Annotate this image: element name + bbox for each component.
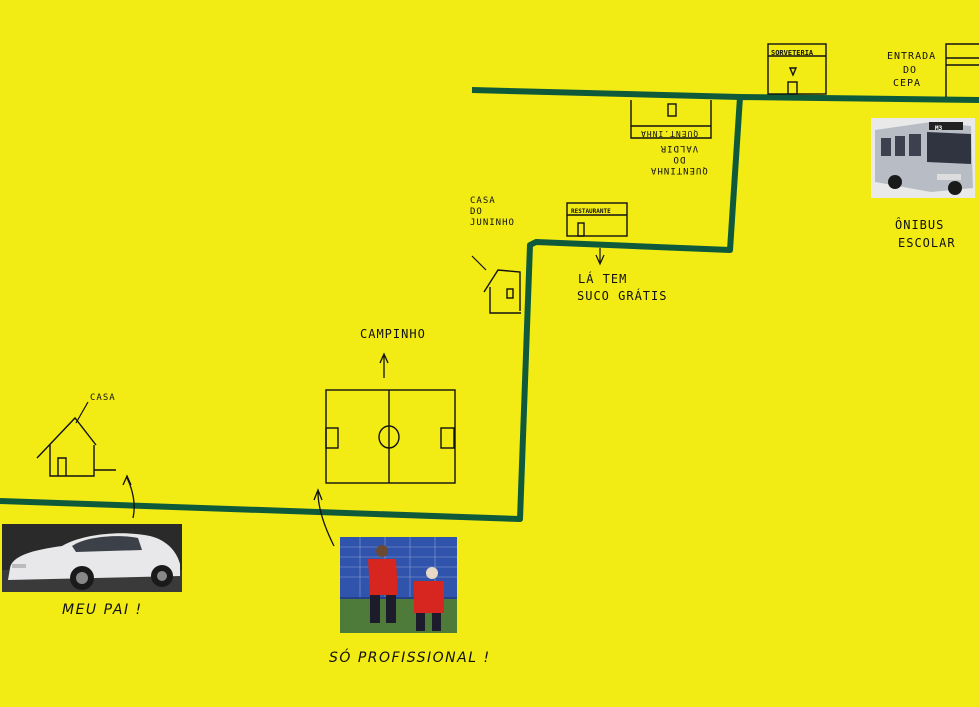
- restaurant-arrow: [595, 248, 605, 266]
- juninho-label: CASA DO JUNINHO: [470, 196, 515, 228]
- juninho-house-icon: [483, 269, 521, 314]
- route-path-north: [471, 87, 741, 100]
- quentinha-line3: VALDIR: [659, 143, 699, 153]
- sorveteria-sign: SORVETERIA: [771, 49, 814, 57]
- quentinha-icon: [630, 100, 712, 139]
- quentinha-line2: DO: [672, 154, 686, 164]
- house-icon: [36, 416, 116, 477]
- restaurant-icon: [566, 202, 628, 237]
- meu-pai-caption: MEU PAI !: [62, 602, 143, 618]
- soccer-field-icon: [325, 389, 456, 484]
- campinho-label: CAMPINHO: [360, 327, 426, 341]
- so-profissional-caption: SÓ PROFISSIONAL !: [329, 650, 491, 666]
- car-arrow: [122, 474, 135, 519]
- bus-label-line1: ÔNIBUS: [895, 218, 945, 232]
- players-arrow: [313, 488, 335, 547]
- cepa-entrance-icon: [945, 43, 979, 97]
- sorveteria-icon: [767, 43, 827, 95]
- cepa-label-line3: CEPA: [893, 78, 922, 89]
- quentinha-line1: QUENTINHA: [650, 165, 708, 175]
- bus-label-line2: ESCOLAR: [898, 236, 956, 250]
- casa-arrow: [75, 401, 89, 424]
- bus-icon: [871, 118, 975, 198]
- cepa-label-line2: DO: [903, 65, 918, 76]
- casa-label: CASA: [90, 393, 116, 403]
- bus-destination-sign: M3: [935, 125, 943, 132]
- suco-label-line2: SUCO GRÁTIS: [577, 289, 668, 303]
- quentinha-sign: QUENT.INHA: [640, 129, 699, 138]
- players-icon: [340, 537, 457, 633]
- campinho-arrow: [379, 352, 389, 378]
- players-photo: [340, 537, 457, 633]
- juninho-arrow: [471, 255, 487, 271]
- restaurant-sign: RESTAURANTE: [571, 208, 611, 215]
- cepa-label-line1: ENTRADA: [887, 51, 937, 62]
- car-photo: [2, 524, 182, 592]
- quentinha-label: QUENTINHA DO VALDIR: [650, 142, 708, 175]
- suco-label-line1: LÁ TEM: [578, 272, 628, 286]
- bus-photo: M3: [871, 118, 975, 198]
- car-icon: [2, 524, 182, 592]
